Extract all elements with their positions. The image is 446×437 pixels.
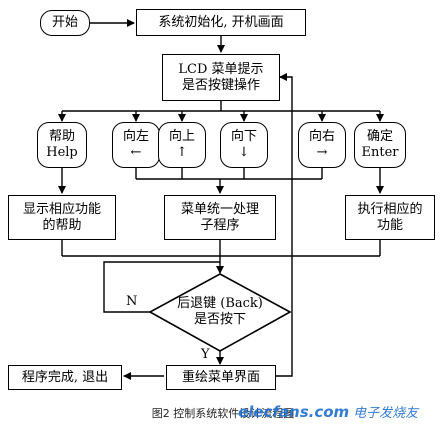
menu-handler-line2: 子程序 <box>200 217 240 233</box>
redraw-node: 重绘菜单界面 <box>166 365 276 390</box>
decision-line1: 后退键 (Back) <box>177 296 263 311</box>
menu-handler-line1: 菜单统一处理 <box>180 201 259 217</box>
right-key-line1: 向右 <box>308 129 335 144</box>
decision-line2: 是否按下 <box>193 312 246 327</box>
edge-no-loop <box>103 261 220 313</box>
finish-node: 程序完成, 退出 <box>8 365 122 390</box>
left-key-line1: 向左 <box>122 129 149 144</box>
init-node: 系统初始化, 开机画面 <box>136 9 306 36</box>
show-help-node: 显示相应功能 的帮助 <box>8 195 116 240</box>
left-arrow-icon: ← <box>130 145 142 160</box>
down-key-line1: 向下 <box>230 129 257 144</box>
edge-redraw-lcd <box>276 73 293 377</box>
exec-line1: 执行相应的 <box>357 201 423 217</box>
redraw-text: 重绘菜单界面 <box>181 369 260 385</box>
up-key-node: 向上 ↑ <box>158 122 206 168</box>
up-key-line1: 向上 <box>168 129 195 144</box>
init-node-text: 系统初始化, 开机画面 <box>158 14 284 30</box>
exec-node: 执行相应的 功能 <box>345 195 435 240</box>
figure-caption: 图2 控制系统软件设计流程图 <box>151 407 295 420</box>
down-arrow-icon: ↓ <box>238 145 250 160</box>
finish-text: 程序完成, 退出 <box>21 369 109 385</box>
show-help-line2: 的帮助 <box>42 217 82 233</box>
show-help-line1: 显示相应功能 <box>22 201 101 217</box>
start-node: 开始 <box>40 10 90 36</box>
left-key-node: 向左 ← <box>112 122 160 168</box>
start-node-text: 开始 <box>51 15 78 30</box>
down-key-node: 向下 ↓ <box>220 122 268 168</box>
decision-text: 后退键 (Back) 是否按下 <box>160 294 280 330</box>
watermark-cn: 电子发烧友 <box>353 406 419 421</box>
right-key-node: 向右 → <box>298 122 346 168</box>
help-key-line2: Help <box>46 145 78 160</box>
up-arrow-icon: ↑ <box>176 145 188 160</box>
enter-key-node: 确定 Enter <box>354 122 406 168</box>
menu-handler-node: 菜单统一处理 子程序 <box>164 195 276 240</box>
right-arrow-icon: → <box>316 145 328 160</box>
exec-line2: 功能 <box>376 217 403 233</box>
lcd-node: LCD 菜单提示 是否按键操作 <box>162 54 280 101</box>
help-key-node: 帮助 Help <box>37 122 87 168</box>
lcd-node-line1: LCD 菜单提示 <box>178 61 264 77</box>
enter-key-line1: 确定 <box>366 129 393 144</box>
help-key-line1: 帮助 <box>48 129 75 144</box>
no-label: N <box>126 294 138 309</box>
decision-diamond <box>148 273 292 352</box>
watermark-brand: elecfans.com <box>238 403 350 421</box>
enter-key-line2: Enter <box>361 145 399 160</box>
yes-label: Y <box>201 347 210 362</box>
lcd-node-line2: 是否按键操作 <box>181 77 260 93</box>
